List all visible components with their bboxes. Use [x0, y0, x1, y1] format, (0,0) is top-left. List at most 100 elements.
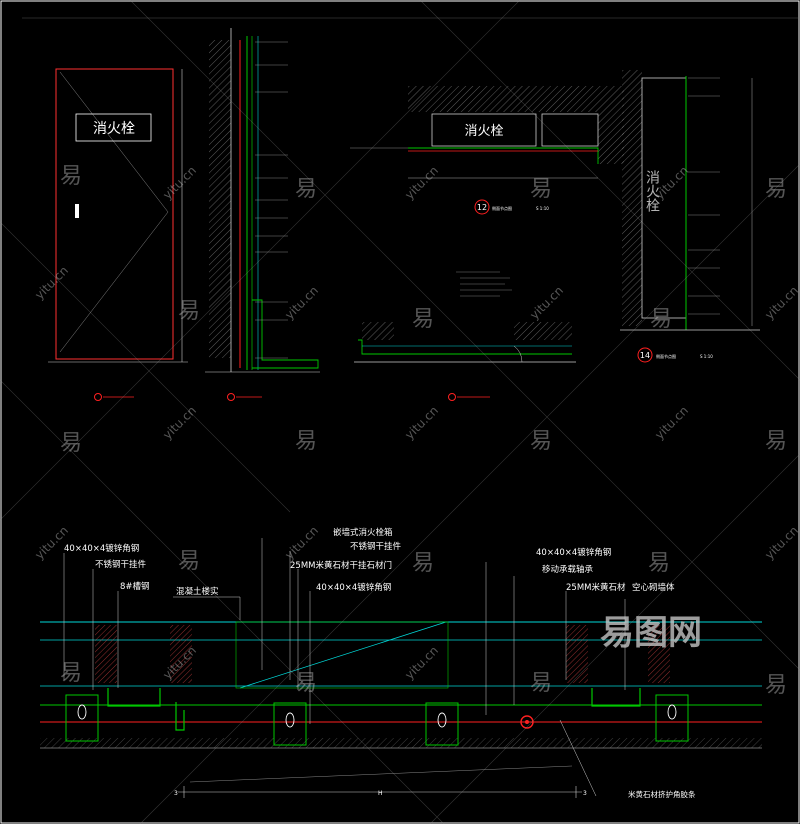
main-channel-left [107, 688, 161, 707]
detail-14-number: 14 [640, 351, 650, 360]
elevation-outline [55, 68, 174, 360]
main-dim-mid: H [378, 790, 383, 797]
main-label-bottom: 米黄石材挤护角胶条 [628, 789, 696, 799]
watermark-glyph-6: 易 [412, 307, 434, 332]
main-dim-right: 3 [583, 790, 587, 797]
watermark-glyph-1: 易 [60, 164, 82, 189]
main-label-left-1: 不锈钢干挂件 [95, 559, 147, 570]
detail-12-frame-line [408, 147, 599, 164]
watermark-glyph-9: 易 [295, 429, 317, 454]
watermark-glyph-3: 易 [530, 177, 552, 202]
mid-plan [354, 271, 576, 401]
watermark-glyph-12: 易 [178, 549, 200, 574]
detail-14-title: 侧面节点图 [656, 353, 676, 359]
main-hatch-left-1 [95, 625, 117, 683]
watermark-glyph-18: 易 [765, 673, 787, 698]
main-label-right-0: 40×40×4镀锌角钢 [536, 547, 611, 558]
main-label-right-2: 25MM米黄石材 [566, 582, 626, 593]
main-hatch-floor [40, 738, 762, 748]
watermark-logo: 易图网 [600, 613, 702, 653]
watermark-glyph-10: 易 [530, 429, 552, 454]
detail-12-number: 12 [477, 203, 487, 212]
detail-12-title: 侧面节点图 [492, 205, 512, 211]
watermark-glyph-7: 易 [650, 307, 672, 332]
main-label-left-2: 8#槽钢 [120, 581, 150, 592]
main-channel-mid [175, 702, 185, 731]
mid-plan-hatch-left [362, 322, 394, 340]
main-label-mid-1: 不锈钢干挂件 [350, 541, 402, 552]
detail-14-leaders [688, 77, 720, 315]
mid-plan-notes [456, 271, 512, 297]
vertical-section-wall-hatch [209, 40, 231, 358]
watermark-glyphs: 易 易 易 易 易 易 易 易 易 易 易 易 易 易 易 易 易 易 [60, 164, 787, 698]
vertical-section [205, 28, 320, 401]
vertical-section-title-marker [227, 393, 235, 401]
detail-14-scale: S 1:10 [700, 354, 713, 359]
watermark-glyph-14: 易 [648, 551, 670, 576]
watermark-site-10: yitu.cn [652, 403, 691, 442]
main-door-diagonal [239, 621, 447, 689]
watermark-glyph-8: 易 [60, 431, 82, 456]
detail-12-cabinet-label: 消火栓 [464, 124, 503, 139]
watermark-site-15: yitu.cn [402, 643, 441, 682]
door-handle [75, 204, 79, 218]
detail-12-plan: 消火栓 12 侧面节点图 S 1:10 [350, 86, 624, 215]
detail-12-wall-hatch-right [598, 112, 624, 164]
detail-12-cabinet [431, 113, 537, 147]
watermark-site-1: yitu.cn [160, 163, 199, 202]
watermark-site-2: yitu.cn [402, 163, 441, 202]
main-channel-right [591, 688, 641, 707]
watermark-site-7: yitu.cn [762, 283, 800, 322]
detail-12-scale: S 1:10 [536, 206, 549, 211]
detail-12-side-panel [541, 113, 599, 147]
watermark-sites: yitu.cn yitu.cn yitu.cn yitu.cn yitu.cn … [32, 163, 800, 682]
main-door-panel [235, 621, 449, 689]
watermark-glyph-17: 易 [530, 671, 552, 696]
watermark-glyph-15: 易 [60, 661, 82, 686]
watermark-glyph-2: 易 [295, 177, 317, 202]
main-bearing [520, 715, 534, 729]
detail-14-char-1: 消火栓 [644, 170, 660, 212]
watermark-site-8: yitu.cn [160, 403, 199, 442]
main-dim-slope [189, 765, 573, 783]
watermark-site-11: yitu.cn [32, 523, 71, 562]
watermark-site-5: yitu.cn [282, 283, 321, 322]
main-label-mid-0: 嵌墙式消火栓箱 [333, 527, 393, 538]
main-label-left-0: 40×40×4镀锌角钢 [64, 543, 139, 554]
main-bearing-core [525, 720, 529, 724]
detail-12-number-circle [474, 199, 490, 215]
vertical-section-base-detail [252, 299, 319, 369]
main-hatch-right-1 [566, 625, 588, 683]
watermark-site-4: yitu.cn [32, 263, 71, 302]
main-anchor-holes [77, 704, 677, 728]
mid-plan-title-marker [448, 393, 456, 401]
main-anchor-blocks [65, 694, 689, 746]
vertical-section-leaders [255, 41, 288, 359]
detail-12-wall-hatch-top [408, 86, 624, 112]
mid-plan-green-frame [358, 339, 572, 355]
main-leaders [63, 538, 626, 797]
watermark-glyph-5: 易 [178, 299, 200, 324]
main-hatch-left-2 [170, 625, 192, 683]
watermark-site-13: yitu.cn [762, 523, 800, 562]
main-dim-left: 3 [174, 790, 178, 797]
watermark-site-9: yitu.cn [402, 403, 441, 442]
watermark-glyph-4: 易 [765, 177, 787, 202]
elevation-view: 消火栓 [48, 68, 188, 401]
watermark-glyph-16: 易 [295, 671, 317, 696]
watermark-site-12: yitu.cn [282, 523, 321, 562]
elevation-label-box [75, 113, 152, 142]
elevation-label-text: 消火栓 [93, 121, 135, 137]
main-hatch-right-2 [648, 625, 670, 683]
watermark-glyph-13: 易 [412, 551, 434, 576]
door-swing-line [59, 71, 169, 353]
mid-plan-door-swing [513, 345, 523, 363]
watermark-site-6: yitu.cn [527, 283, 566, 322]
elevation-title-marker [94, 393, 102, 401]
main-label-mid-2: 25MM米黄石材干挂石材门 [290, 560, 392, 571]
main-label-right-3: 空心砌墙体 [632, 582, 675, 593]
main-label-right-1: 移动承载轴承 [542, 564, 594, 575]
main-label-mid-3: 40×40×4镀锌角钢 [316, 582, 391, 593]
